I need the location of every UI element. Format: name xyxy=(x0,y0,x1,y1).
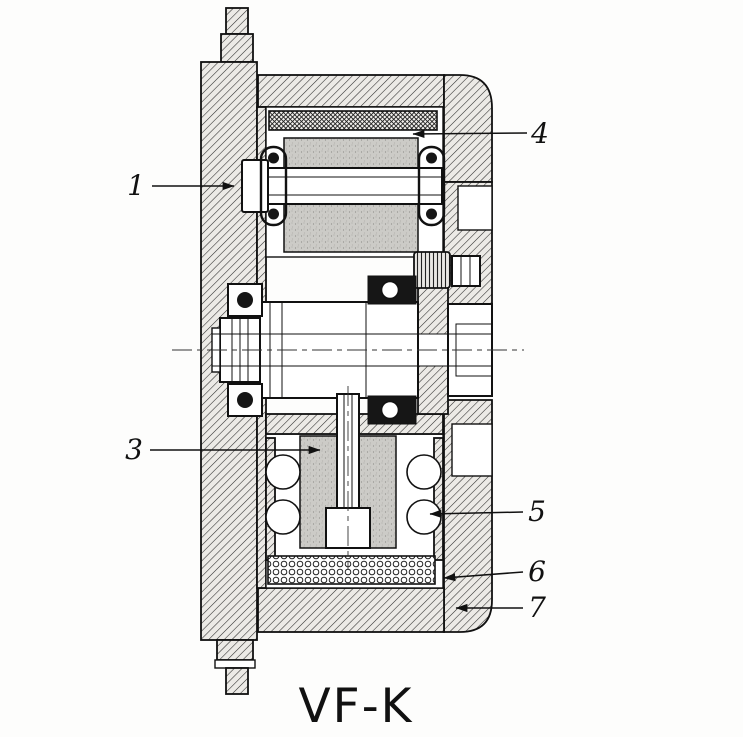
worm-spline-end xyxy=(413,251,451,289)
bearing-ball xyxy=(237,292,253,308)
bearing-ball xyxy=(268,152,279,164)
bearing-ball xyxy=(426,208,437,220)
bearing-ball xyxy=(237,392,253,408)
bottom-mounting-tab xyxy=(216,639,254,661)
callout-5-label: 5 xyxy=(528,495,546,528)
bottom-bolt-washer xyxy=(214,659,256,669)
top-bolt xyxy=(225,7,249,35)
upper-shaft-left-cap xyxy=(241,159,269,213)
bottom-bolt xyxy=(225,667,249,695)
leader-line-5 xyxy=(429,509,524,518)
bearing-ball xyxy=(380,400,400,420)
top-mounting-tab xyxy=(220,33,254,63)
right-top-bearing xyxy=(367,275,417,305)
housing-top-right-corner xyxy=(443,74,493,183)
callout-3: 3 xyxy=(125,433,321,466)
centerlines xyxy=(172,349,524,570)
housing-bottom-wall xyxy=(257,587,445,633)
lower-liner-left xyxy=(265,437,276,561)
callout-1: 1 xyxy=(127,169,235,202)
callout-7-label: 7 xyxy=(528,591,546,624)
callout-4-label: 4 xyxy=(530,117,549,150)
right-wall-lower-recess xyxy=(451,423,493,477)
lower-bearing-ball xyxy=(406,454,442,490)
upper-right-bearing-ring xyxy=(417,145,446,227)
callout-5: 5 xyxy=(429,495,546,528)
callout-6-label: 6 xyxy=(528,555,546,588)
upper-assembly xyxy=(241,110,446,253)
right-bottom-bearing xyxy=(367,395,417,425)
lower-bearing-ball xyxy=(265,454,301,490)
upper-left-bearing-ring xyxy=(259,145,288,227)
upper-liner-band xyxy=(268,110,438,131)
leader-line-6 xyxy=(443,571,524,582)
bearing-ball xyxy=(268,208,279,220)
bearing-ball xyxy=(380,280,400,300)
callout-1-label: 1 xyxy=(127,169,145,202)
callout-7: 7 xyxy=(455,591,546,624)
shaft-nut xyxy=(451,255,481,287)
callout-6: 6 xyxy=(443,555,546,588)
bearing-ball xyxy=(426,152,437,164)
leader-line-4 xyxy=(412,129,528,138)
lower-coil-band xyxy=(267,555,436,585)
callouts: 1 4 3 5 6 7 xyxy=(125,117,549,624)
callout-3-label: 3 xyxy=(125,433,143,466)
callout-4: 4 xyxy=(412,117,549,150)
housing-top-wall xyxy=(257,74,445,108)
lower-bearing-ball xyxy=(265,499,301,535)
drawing-title: VF-K xyxy=(299,679,414,734)
upper-shaft xyxy=(247,167,443,205)
lower-bearing-ball xyxy=(406,499,442,535)
right-wall-upper-recess xyxy=(457,185,493,231)
lower-liner-right xyxy=(433,437,444,561)
